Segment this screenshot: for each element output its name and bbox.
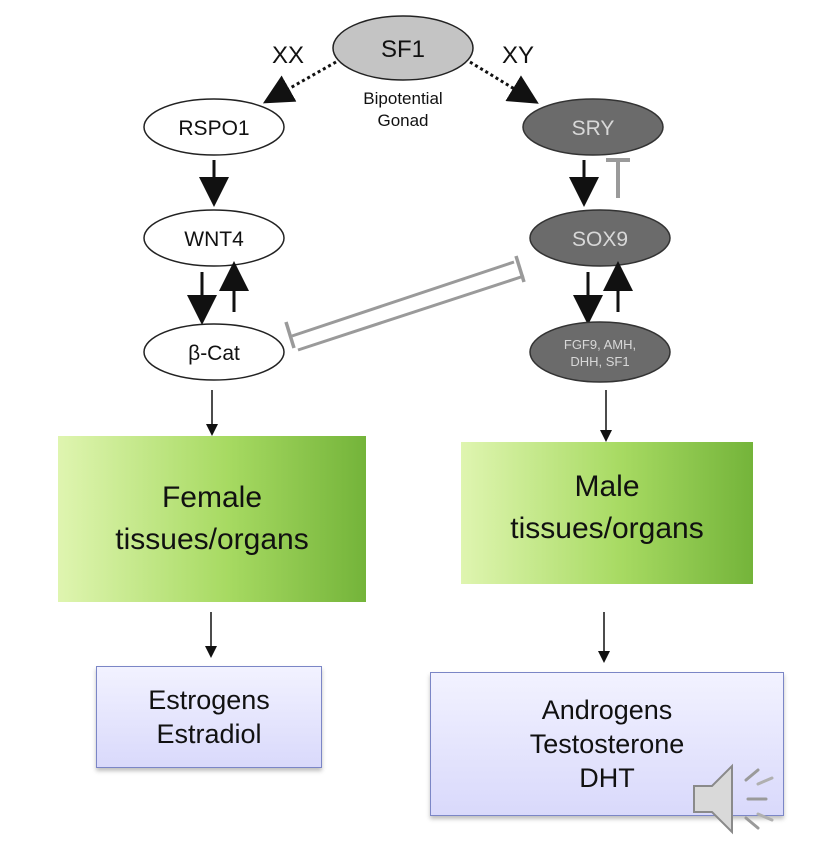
xy-dotted-arrow [469,60,539,104]
sf1-label: SF1 [381,36,425,63]
sry-label: SRY [572,117,615,140]
sf1-node [332,15,474,81]
testosterone-label: Testosterone [529,729,685,759]
xx-label: XX [272,42,304,69]
male-tissues-box: Male tissues/organs [461,442,753,584]
sry-node [522,98,664,156]
female-tissues-box: Female tissues/organs [58,436,366,602]
male-tissues-line2: tissues/organs [510,512,704,545]
sox9-node [529,209,671,267]
estradiol-label: Estradiol [156,719,262,749]
female-tissues-line2: tissues/organs [115,523,309,556]
rspo1-label: RSPO1 [178,117,249,140]
wnt4-label: WNT4 [184,228,244,251]
wnt4-node [143,209,285,267]
dht-label: DHT [579,763,635,793]
estrogens-box: Estrogens Estradiol [96,666,322,768]
rspo1-node [143,98,285,156]
male-tissues-line1: Male [574,470,640,503]
inhibit-bar-sox9 [514,255,526,283]
androgens-label: Androgens [541,695,673,725]
sox9-label: SOX9 [572,228,628,251]
fgf-node [529,321,671,383]
bcat-label: β-Cat [188,342,240,365]
inhibit-bar-bcat [284,321,296,349]
gonad-label: Gonad [377,111,428,130]
fgf-label-line2: DHH, SF1 [570,354,629,369]
female-tissues-line1: Female [161,481,263,514]
bcat-node [143,323,285,381]
estrogens-label: Estrogens [148,685,270,715]
inhibit-line-lower [297,274,525,352]
speaker-icon[interactable] [686,756,780,842]
fgf-label-line1: FGF9, AMH, [564,337,636,352]
inhibit-line-upper [291,260,515,338]
bipotential-label: Bipotential [363,89,442,108]
xy-label: XY [502,42,534,69]
